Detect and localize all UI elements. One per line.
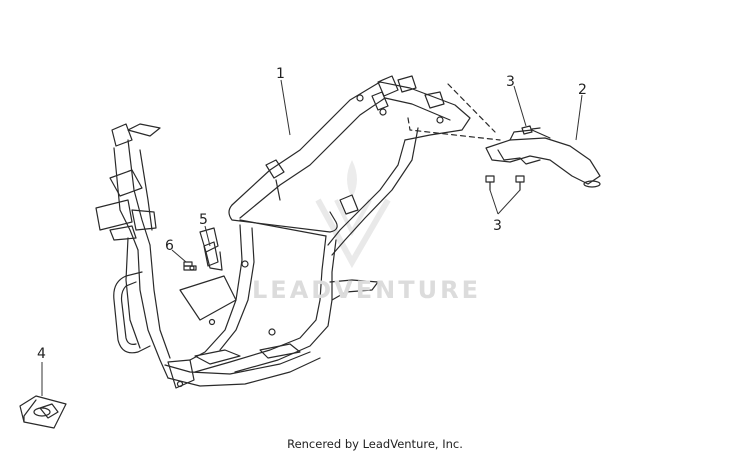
callout-3-bottom: 3 xyxy=(493,218,502,234)
rear-bracket-part[interactable] xyxy=(485,129,601,188)
callout-4: 4 xyxy=(37,346,46,362)
callout-1: 1 xyxy=(276,66,285,82)
rubber-pad-part[interactable] xyxy=(19,395,67,429)
watermark-logo xyxy=(315,160,391,269)
callout-5: 5 xyxy=(199,212,208,228)
callout-6: 6 xyxy=(165,238,174,254)
watermark-text: LEADVENTURE xyxy=(252,276,481,304)
bolt-part[interactable] xyxy=(485,125,541,191)
main-frame-part[interactable] xyxy=(95,75,501,389)
footer-credit: Rencered by LeadVenture, Inc. xyxy=(287,437,463,451)
leader-lines xyxy=(41,79,583,396)
callout-3-top: 3 xyxy=(506,74,515,90)
clip-part[interactable] xyxy=(203,241,219,267)
callout-2: 2 xyxy=(578,82,587,98)
screw-part[interactable] xyxy=(183,261,193,267)
